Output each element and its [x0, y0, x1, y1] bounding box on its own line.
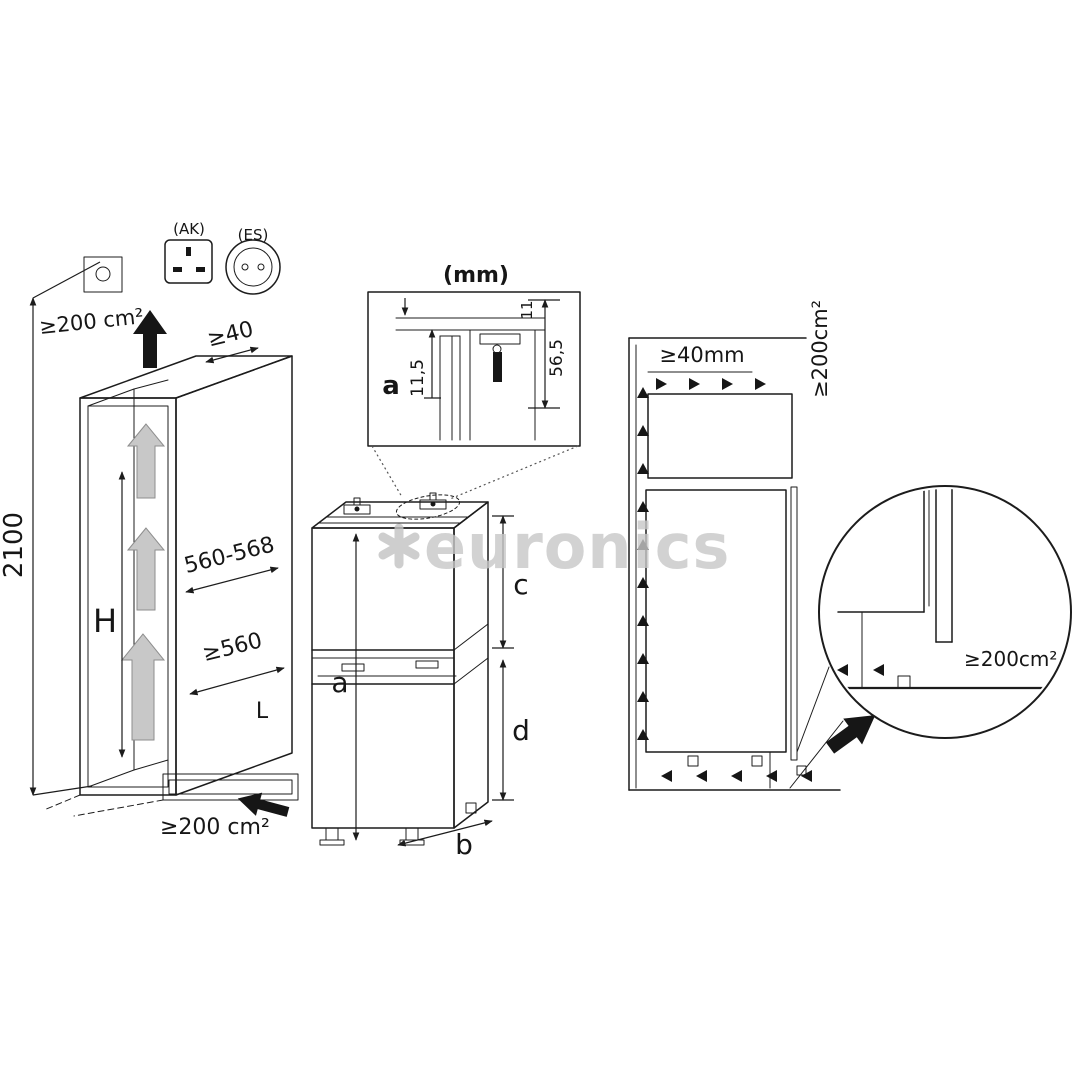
top-hinge-right — [419, 492, 447, 510]
dimension-total-height: 2100 — [0, 261, 101, 796]
dimension-niche-height: H — [93, 471, 126, 758]
airflow-arrows-bottom — [661, 770, 812, 782]
label-fridge-door: c — [513, 568, 528, 601]
label-side-top-clearance: ≥40mm — [659, 343, 744, 367]
airflow-arrows-top — [656, 378, 766, 390]
detail-circle — [818, 485, 1072, 739]
socket-es-icon — [225, 239, 281, 295]
label-hinge-height: 56,5 — [547, 339, 567, 377]
label-door-gap: 11,5 — [408, 359, 428, 397]
bottom-vent-detail: ≥200cm² — [789, 485, 1072, 789]
label-appliance-width: b — [455, 828, 473, 861]
dimension-appliance-width: b — [397, 819, 493, 861]
magnify-arrow-icon — [825, 715, 876, 754]
niche-top-face — [79, 355, 293, 399]
airflow-arrows-niche — [120, 423, 166, 741]
label-inset-door: a — [382, 371, 400, 401]
top-hinge-left — [343, 497, 371, 515]
dimension-niche-width: 560-568 — [182, 532, 279, 594]
label-appliance-height: a — [331, 666, 348, 699]
airflow-arrows-back — [637, 387, 649, 740]
niche-opening — [87, 405, 169, 788]
label-socket-ak: (AK) — [173, 220, 205, 238]
power-sockets: (AK) (ES) — [83, 220, 281, 295]
hinge-pin — [493, 352, 502, 382]
dimension-appliance-height: a — [331, 533, 360, 841]
dimension-fridge-door: c — [492, 515, 529, 649]
label-vent-bottom: ≥200 cm² — [160, 815, 270, 840]
appliance-side-view: ≥40mm ≥200cm² — [628, 300, 841, 791]
label-units: (mm) — [443, 263, 509, 288]
euronics-logo-star-icon — [378, 523, 420, 569]
hinge-detail-inset: (mm) 11,5 a 56,5 11 — [367, 263, 581, 500]
label-top-gap-mm: 11 — [518, 300, 536, 319]
dimension-freezer-door: d — [492, 659, 530, 801]
label-detail-vent: ≥200cm² — [964, 647, 1057, 671]
watermark: euronics — [378, 510, 730, 583]
adjustable-feet — [319, 802, 477, 846]
airflow-arrow-top-icon — [133, 310, 167, 368]
socket-ak-icon — [164, 239, 213, 284]
label-niche-depth: ≥560 — [200, 628, 265, 667]
door-panel-side — [790, 486, 798, 761]
label-socket-es: (ES) — [238, 226, 269, 244]
watermark-text: euronics — [424, 510, 730, 583]
mid-hinge-right — [415, 660, 439, 669]
dimension-niche-depth: ≥560 — [189, 628, 285, 696]
airflow-arrow-bottom-icon — [237, 792, 290, 817]
appliance-front-view: a c d b — [311, 492, 530, 861]
label-vent-top: ≥200 cm² — [38, 304, 145, 339]
label-side-vent-top: ≥200cm² — [808, 300, 832, 398]
airflow-arrows-detail — [837, 664, 884, 676]
junction-box — [83, 256, 123, 293]
upper-compartment — [647, 393, 793, 479]
fridge-front-face — [311, 527, 455, 829]
dimension-door-gap: 11,5 — [408, 329, 441, 399]
niche-isometric-view: 2100 ≥200 cm² ≥40 H — [0, 261, 299, 840]
label-top-clearance: ≥40 — [205, 317, 256, 352]
label-niche-height: H — [93, 602, 117, 640]
dimension-top-clearance: ≥40 — [205, 317, 259, 364]
label-plinth: L — [256, 699, 269, 724]
niche-front-frame — [79, 397, 177, 796]
hinge-callout-ellipse — [395, 494, 461, 520]
hinge-bracket — [479, 333, 521, 345]
dimension-hinge-height: 56,5 — [528, 299, 567, 409]
label-total-height: 2100 — [0, 512, 29, 578]
label-freezer-door: d — [512, 714, 530, 747]
plinth-vent: ≥200 cm² — [43, 773, 299, 840]
